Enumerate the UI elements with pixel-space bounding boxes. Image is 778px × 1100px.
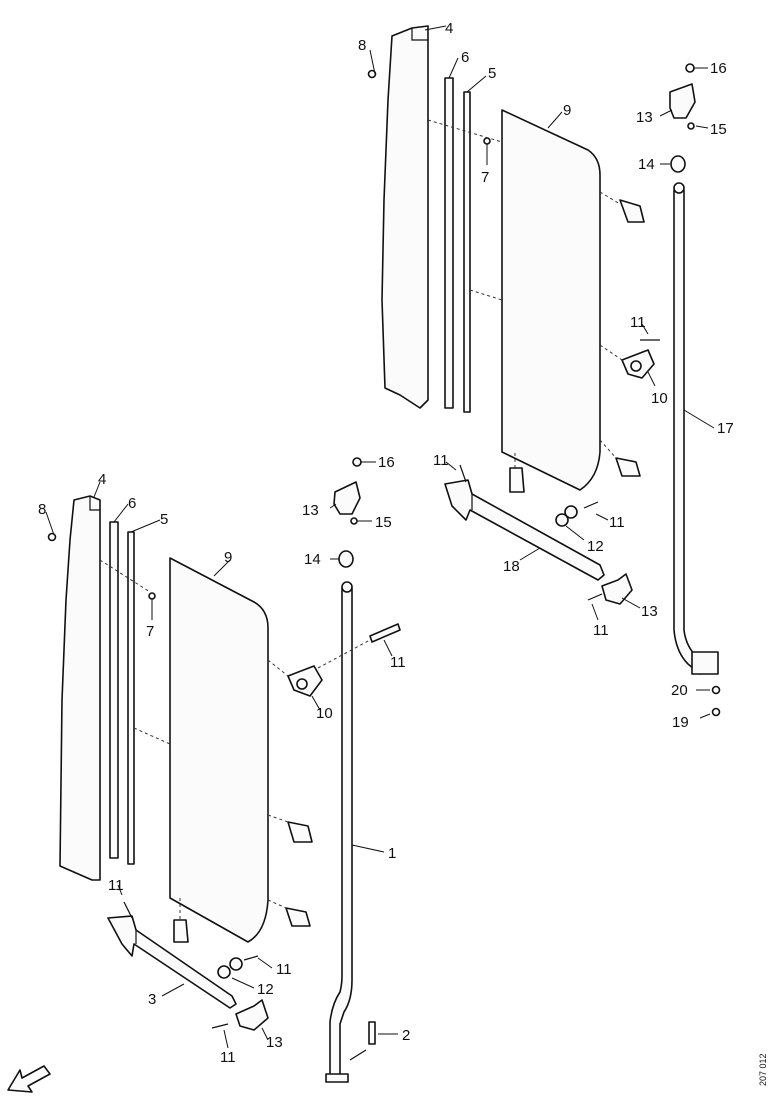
upper-screw-11c	[583, 501, 599, 509]
lower-side-profile	[59, 495, 101, 881]
upper-glass-pane	[501, 109, 601, 491]
lower-screw-16	[352, 457, 362, 467]
upper-seal-strip-2	[463, 91, 471, 413]
upper-screw-15	[687, 122, 695, 130]
callout-label: 8	[38, 501, 46, 518]
upper-screw-19	[711, 707, 721, 717]
upper-screw-11d	[587, 593, 603, 601]
callout-label: 11	[390, 654, 406, 671]
drawing-reference: 207 012	[758, 1053, 768, 1086]
callout-label: 13	[636, 109, 653, 126]
lower-vertical-rod	[329, 587, 353, 1079]
lower-top-fitting	[333, 481, 361, 515]
callout-label: 13	[266, 1034, 283, 1051]
callout-label: 11	[630, 314, 646, 331]
callout-label: 10	[651, 390, 668, 407]
lower-screw-2	[368, 1021, 376, 1045]
upper-bracket-13	[601, 573, 633, 605]
lower-screw-11c	[243, 955, 259, 961]
callout-label: 18	[503, 558, 520, 575]
callout-label: 12	[257, 981, 274, 998]
direction-arrow-icon	[7, 1065, 51, 1093]
callout-label: 5	[488, 65, 496, 82]
callout-label: 10	[316, 705, 333, 722]
callout-label: 4	[98, 471, 106, 488]
callout-label: 9	[563, 102, 571, 119]
callout-label: 11	[220, 1049, 236, 1066]
callout-label: 11	[609, 514, 625, 531]
callout-label: 4	[445, 20, 453, 37]
upper-screw-7	[483, 137, 491, 145]
upper-rod-bracket	[691, 651, 719, 675]
callout-label: 13	[641, 603, 658, 620]
callout-label: 15	[710, 121, 727, 138]
callout-label: 15	[375, 514, 392, 531]
callouts-upper: 8 4 6 5 7 9 16 13 15 14 11 10 17 11 11 1…	[358, 20, 734, 731]
callout-label: 14	[638, 156, 655, 173]
upper-bottom-bar	[444, 479, 605, 581]
lower-bushing-14	[338, 550, 354, 568]
callout-label: 17	[717, 420, 734, 437]
callout-label: 16	[378, 454, 395, 471]
upper-rod-top	[673, 182, 685, 194]
upper-roller-12	[555, 513, 569, 527]
callout-label: 13	[302, 502, 319, 519]
callout-label: 8	[358, 37, 366, 54]
callout-label: 9	[224, 549, 232, 566]
upper-top-fitting	[669, 83, 696, 119]
callout-label: 1	[388, 845, 396, 862]
callout-label: 11	[593, 622, 609, 639]
lower-seal-strip	[109, 521, 119, 859]
callout-label: 11	[433, 452, 449, 469]
lower-screw-11b	[123, 901, 133, 919]
lower-glass-pane	[169, 557, 269, 943]
callouts-lower: 4 8 6 5 7 9 16 13 15 14 11 10 1 11 11 12…	[38, 454, 410, 1066]
upper-nut-20	[711, 685, 721, 695]
callout-label: 12	[587, 538, 604, 555]
upper-screw-16	[685, 63, 695, 73]
callout-label: 5	[160, 511, 168, 528]
callout-label: 6	[128, 495, 136, 512]
upper-screw-11b	[459, 464, 467, 483]
callout-label: 11	[276, 961, 292, 978]
upper-bushing-14	[670, 155, 686, 173]
lower-bracket-13	[235, 999, 269, 1031]
callout-label: 16	[710, 60, 727, 77]
callout-label: 11	[108, 877, 124, 894]
leader-lines	[45, 25, 715, 1049]
callout-label: 14	[304, 551, 321, 568]
callout-label: 3	[148, 991, 156, 1008]
lower-rod-foot	[325, 1073, 349, 1083]
upper-vertical-rod	[673, 189, 707, 675]
upper-assembly	[367, 25, 721, 717]
callout-label: 7	[481, 169, 489, 186]
lower-assembly	[47, 457, 401, 1083]
callout-label: 19	[672, 714, 689, 731]
lower-screw-7	[148, 592, 156, 600]
lower-screw-8	[47, 532, 57, 542]
callout-label: 20	[671, 682, 688, 699]
callout-label: 2	[402, 1027, 410, 1044]
lower-rod-top	[341, 581, 353, 593]
lower-screw-11a	[369, 623, 401, 643]
lower-seal-strip-2	[127, 531, 135, 865]
callout-label: 7	[146, 623, 154, 640]
upper-screw-8	[367, 69, 377, 79]
lower-bottom-bar	[107, 915, 237, 1009]
lower-roller-12	[217, 965, 231, 979]
lower-screw-11d	[211, 1023, 229, 1029]
upper-side-profile	[381, 25, 429, 409]
lower-screw-15	[350, 517, 358, 525]
callout-label: 6	[461, 49, 469, 66]
